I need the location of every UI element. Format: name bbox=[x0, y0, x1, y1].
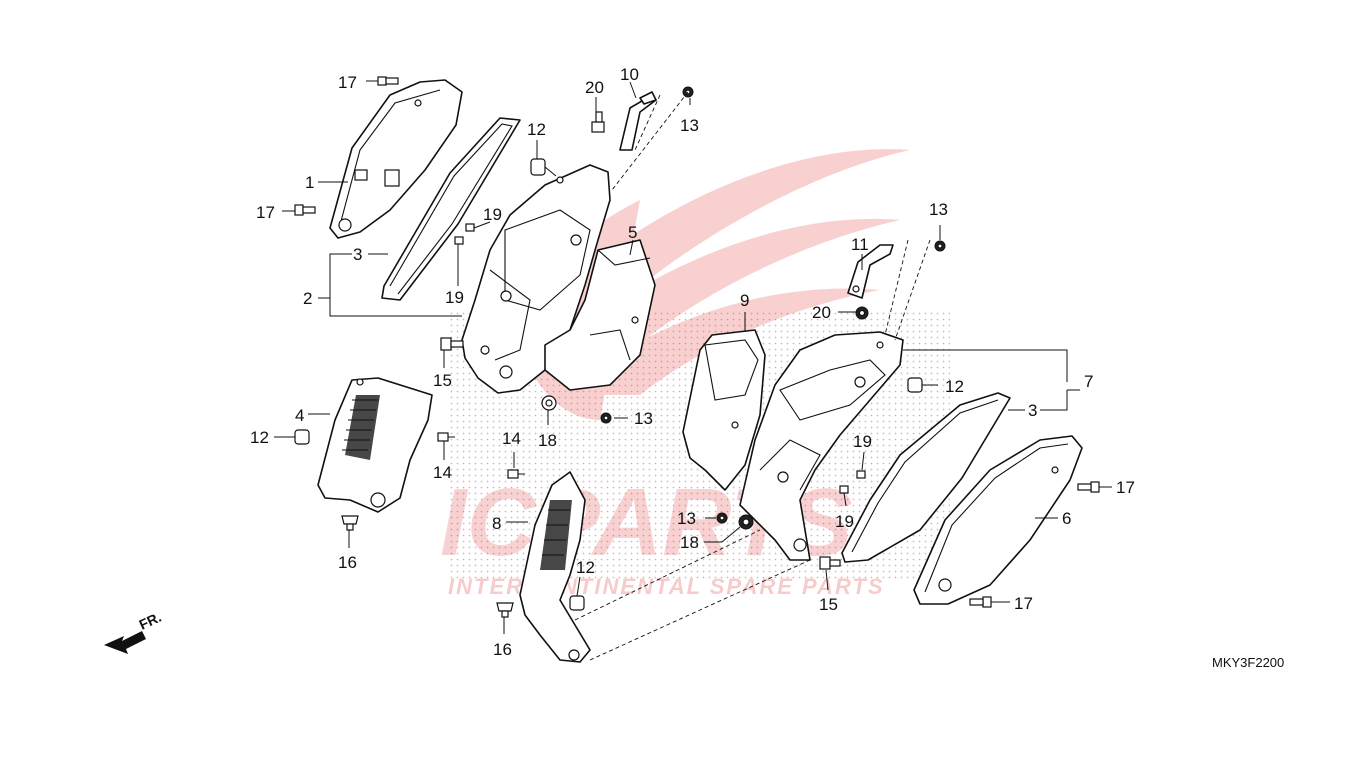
part-10-plate bbox=[619, 91, 657, 151]
fasteners bbox=[294, 76, 1100, 618]
callout-4: 4 bbox=[295, 406, 304, 425]
callout-9: 9 bbox=[740, 291, 749, 310]
callout-5: 5 bbox=[628, 223, 637, 242]
callout-1: 1 bbox=[305, 173, 314, 192]
callout-7: 7 bbox=[1084, 372, 1093, 391]
washer-18-right bbox=[738, 514, 754, 530]
callout-6: 6 bbox=[1062, 509, 1071, 528]
callout-8: 8 bbox=[492, 514, 501, 533]
screw-16-left bbox=[341, 515, 359, 531]
callout-11: 11 bbox=[851, 235, 869, 254]
bolt-15-right bbox=[819, 556, 841, 570]
callout-12: 12 bbox=[945, 377, 964, 396]
bolt-15-left bbox=[440, 337, 464, 351]
screw-14-center bbox=[507, 469, 525, 479]
callouts: 17 1 17 3 2 12 20 10 13 19 19 5 15 4 12 … bbox=[250, 65, 1135, 659]
screw-19-a bbox=[465, 223, 475, 232]
callout-17: 17 bbox=[338, 73, 357, 92]
bolt-17-right-lower bbox=[969, 596, 992, 608]
arrow-icon bbox=[104, 631, 146, 654]
callout-2: 2 bbox=[303, 289, 312, 308]
part-9-inner-panel bbox=[682, 329, 766, 491]
part-3-seal-left bbox=[381, 117, 521, 301]
callout-20: 20 bbox=[585, 78, 604, 97]
callout-17: 17 bbox=[1014, 594, 1033, 613]
bolt-17-top-left bbox=[377, 76, 399, 86]
bolt-20-top bbox=[591, 111, 605, 133]
screw-14-left bbox=[437, 432, 455, 442]
grommet-12-lower bbox=[569, 595, 585, 611]
callout-12: 12 bbox=[576, 558, 595, 577]
callout-3: 3 bbox=[353, 245, 362, 264]
bolt-20-right bbox=[855, 306, 869, 320]
callout-15: 15 bbox=[819, 595, 838, 614]
callout-3: 3 bbox=[1028, 401, 1037, 420]
callout-12: 12 bbox=[527, 120, 546, 139]
callout-19: 19 bbox=[483, 205, 502, 224]
callout-13: 13 bbox=[677, 509, 696, 528]
callout-17: 17 bbox=[256, 203, 275, 222]
part-2-inner-bracket-left bbox=[461, 164, 611, 394]
part-1-left-side-cover bbox=[329, 79, 463, 239]
callout-14: 14 bbox=[433, 463, 452, 482]
assembly-lines bbox=[574, 91, 931, 661]
grommet-12-right bbox=[907, 377, 923, 393]
callout-20: 20 bbox=[812, 303, 831, 322]
part-3-seal-right bbox=[841, 392, 1011, 563]
callout-13: 13 bbox=[634, 409, 653, 428]
part-7-inner-bracket-right bbox=[739, 331, 904, 561]
callout-18: 18 bbox=[538, 431, 557, 450]
screw-19-c bbox=[856, 470, 866, 479]
callout-13: 13 bbox=[680, 116, 699, 135]
part-6-right-side-cover bbox=[913, 435, 1083, 605]
callout-18: 18 bbox=[680, 533, 699, 552]
leader-lines bbox=[274, 80, 1112, 634]
bolt-17-right-upper bbox=[1077, 481, 1100, 493]
callout-16: 16 bbox=[338, 553, 357, 572]
nut-13-right bbox=[934, 240, 946, 252]
screw-19-b bbox=[454, 236, 464, 245]
grommet-12-left bbox=[294, 429, 310, 445]
callout-19: 19 bbox=[445, 288, 464, 307]
diagram-code: MKY3F2200 bbox=[1212, 655, 1284, 670]
screw-19-d bbox=[839, 485, 849, 494]
nut-13-lower bbox=[716, 512, 728, 524]
callout-15: 15 bbox=[433, 371, 452, 390]
callout-19: 19 bbox=[835, 512, 854, 531]
callout-19: 19 bbox=[853, 432, 872, 451]
washer-18-left bbox=[541, 395, 557, 411]
callout-14: 14 bbox=[502, 429, 521, 448]
callout-12: 12 bbox=[250, 428, 269, 447]
callout-16: 16 bbox=[493, 640, 512, 659]
callout-10: 10 bbox=[620, 65, 639, 84]
part-5-cover bbox=[544, 239, 656, 391]
grommet-12-top bbox=[530, 158, 557, 177]
front-direction-indicator: FR. bbox=[104, 609, 164, 654]
callout-13: 13 bbox=[929, 200, 948, 219]
part-8-grille-panel-right bbox=[519, 471, 591, 663]
bolt-17-mid-left bbox=[294, 204, 316, 216]
nut-13-center bbox=[600, 412, 612, 424]
direction-label: FR. bbox=[137, 609, 164, 633]
screw-16-lower bbox=[496, 602, 514, 618]
callout-17: 17 bbox=[1116, 478, 1135, 497]
part-4-grille-panel-left bbox=[317, 377, 433, 513]
